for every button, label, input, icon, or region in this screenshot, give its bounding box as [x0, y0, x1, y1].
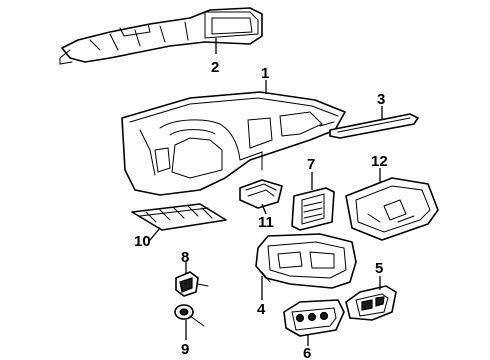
part-11-bracket: [239, 179, 283, 209]
callout-12: 12: [371, 153, 388, 170]
part-12-glove-box: [345, 177, 439, 241]
part-1-instrument-panel: [121, 91, 346, 196]
leader-lines: [149, 38, 383, 346]
callout-11: 11: [258, 214, 274, 231]
callout-2: 2: [211, 59, 219, 76]
callout-6: 6: [303, 345, 311, 360]
callout-8: 8: [181, 249, 189, 266]
part-6-control-panel: [283, 299, 345, 337]
callout-5: 5: [375, 260, 383, 277]
part-4-cluster-bezel: [255, 233, 357, 289]
callout-9: 9: [181, 341, 189, 358]
callout-10: 10: [134, 233, 151, 250]
part-2-dash-frame: [59, 7, 263, 65]
callout-1: 1: [261, 65, 269, 82]
callout-7: 7: [307, 156, 315, 173]
part-8-switch: [175, 271, 209, 297]
part-7-vent: [291, 187, 335, 231]
callout-3: 3: [377, 91, 385, 108]
part-10-panel-plate: [131, 203, 227, 231]
callout-4: 4: [257, 301, 266, 318]
part-9-knob: [174, 304, 205, 327]
part-5-switch-housing: [345, 285, 397, 321]
part-3-trim-strip: [329, 113, 419, 139]
